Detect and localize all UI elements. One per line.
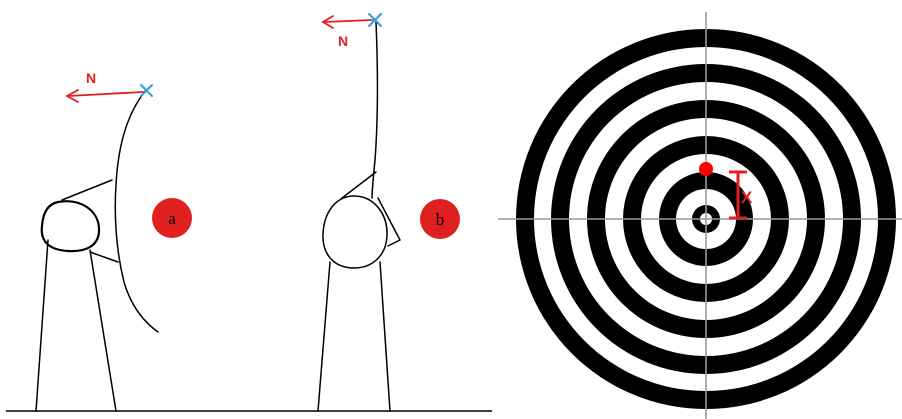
badge-a-circle <box>152 198 192 238</box>
panel-b: N b <box>317 13 460 412</box>
target: X <box>498 12 902 419</box>
support-leg-left <box>35 239 49 412</box>
panel-a: N a <box>35 70 192 412</box>
bracket-top <box>61 179 113 201</box>
pivot-ball <box>322 195 388 269</box>
rod <box>371 21 379 199</box>
offset-label: X <box>741 188 753 207</box>
end-point-cross-icon <box>368 13 382 27</box>
bracket-bottom <box>89 251 119 263</box>
badge-b-circle <box>420 199 460 239</box>
shot-point-icon <box>699 162 713 176</box>
bracket-top <box>341 171 377 199</box>
support-leg-right <box>379 261 391 412</box>
badge-a-label: a <box>168 209 176 228</box>
force-arrow-icon <box>321 15 373 29</box>
support-leg-right <box>89 249 117 412</box>
force-label: N <box>338 33 348 49</box>
end-point-cross-icon <box>140 84 153 97</box>
force-arrow-icon <box>65 89 144 103</box>
force-label: N <box>86 70 96 86</box>
badge-b-label: b <box>436 210 445 229</box>
pivot-ball <box>40 200 101 253</box>
bracket-right <box>377 197 401 247</box>
offset-dimension <box>729 170 747 220</box>
rod <box>114 89 159 333</box>
support-leg-left <box>317 261 331 412</box>
